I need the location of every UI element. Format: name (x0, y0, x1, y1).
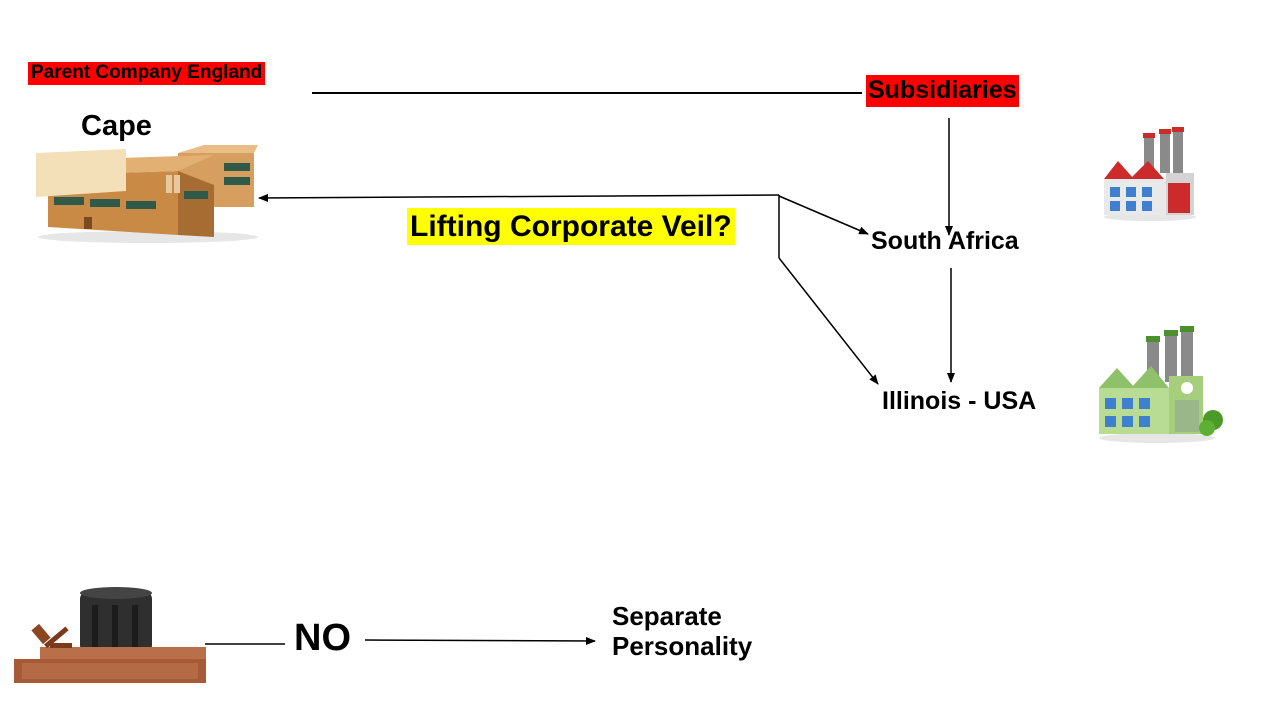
factory-icon (1100, 127, 1200, 222)
green-factory-icon (1095, 326, 1227, 444)
illinois-label: Illinois - USA (882, 387, 1037, 415)
result-separate-label: Separate (612, 601, 722, 631)
south-africa-label: South Africa (871, 227, 1019, 255)
office-building-icon (28, 145, 260, 245)
veil-to-illinois-arrow (778, 257, 879, 385)
veil-to-south-africa-arrow (778, 195, 869, 235)
parent-company-label: Parent Company England (28, 62, 266, 85)
verdict-no-label: NO (294, 617, 351, 659)
no-to-result-arrow (364, 636, 596, 645)
subsidiaries-label: Subsidiaries (866, 75, 1019, 107)
judge-gavel-icon (14, 585, 206, 685)
veil-to-cape-arrow (258, 193, 780, 202)
lifting-veil-question: Lifting Corporate Veil? (407, 208, 735, 245)
cape-label: Cape (81, 110, 152, 142)
result-personality-label: Personality (612, 631, 753, 661)
